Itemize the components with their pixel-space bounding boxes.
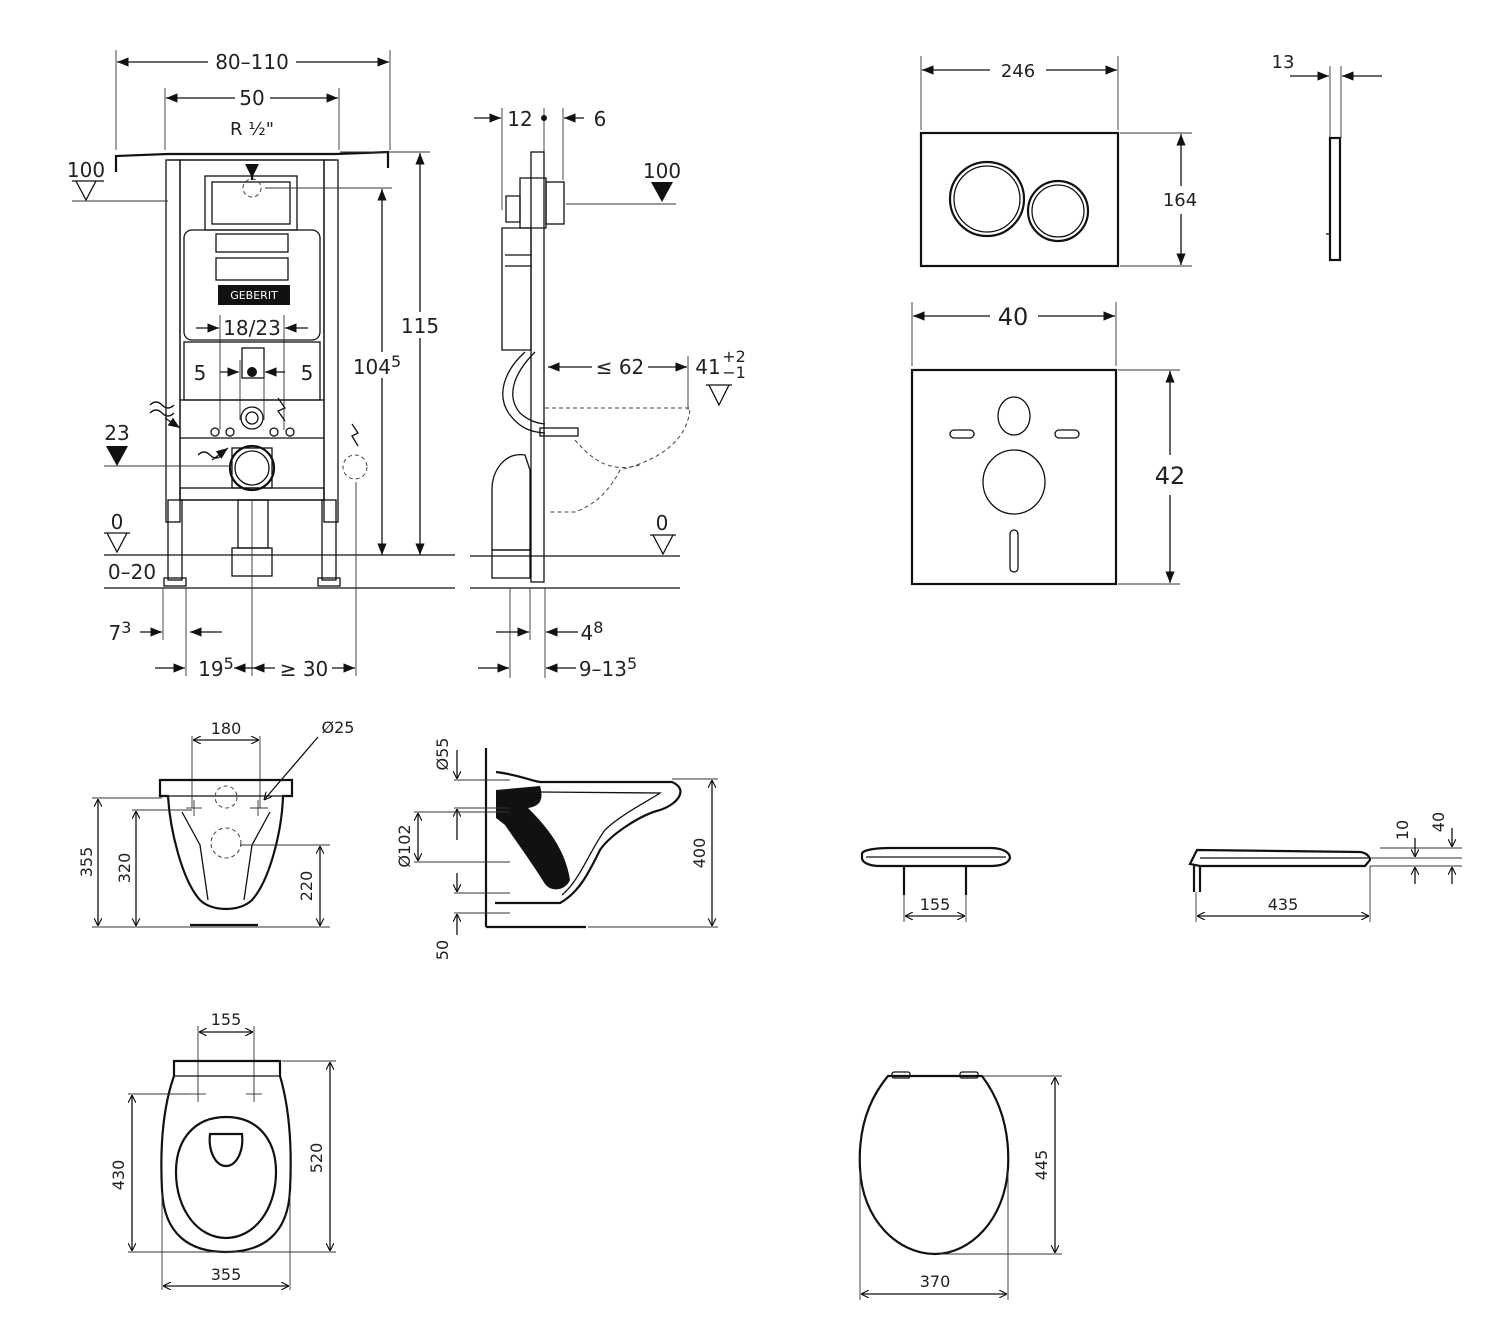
- level-0-side: 0: [656, 511, 669, 535]
- dim-seat-435: 435: [1268, 895, 1299, 914]
- bowl-top-view: 155 430 520 355: [109, 1010, 336, 1290]
- sound-insulation-mat: 40 42: [910, 302, 1186, 586]
- flush-plate-front: 246 164: [919, 56, 1197, 268]
- dim-height-total: 115: [401, 314, 439, 338]
- dim-seat-370: 370: [920, 1272, 951, 1291]
- dim-7-3: 73: [109, 618, 132, 645]
- dim-top-355: 355: [211, 1265, 242, 1284]
- dim-height-inner: 1045: [353, 352, 401, 379]
- dim-220: 220: [297, 871, 316, 902]
- dim-6: 6: [594, 107, 607, 131]
- dim-plate-thickness: 13: [1272, 52, 1295, 73]
- level-100: 100: [67, 158, 105, 182]
- tol-plus: +2: [722, 347, 746, 366]
- dim-50: 50: [433, 940, 452, 960]
- dim-width-total: 80–110: [215, 50, 289, 74]
- seat-side-view: 435 10 40: [1188, 812, 1462, 922]
- dim-seat-155: 155: [920, 895, 951, 914]
- dim-offset-left: 5: [194, 361, 207, 385]
- pipe-label: R ½": [230, 119, 274, 140]
- dim-flush-spacing: 18/23: [223, 316, 281, 340]
- level-0: 0: [111, 510, 124, 534]
- dim-mat-width: 40: [998, 303, 1029, 331]
- tol-minus: −1: [722, 363, 746, 382]
- dim-plate-width: 246: [1001, 61, 1035, 82]
- bowl-rear-view: 180 Ø25 355 320 220: [77, 718, 355, 928]
- dim-320: 320: [115, 853, 134, 884]
- dim-19-5: 195: [198, 654, 234, 681]
- dim-dia-55: Ø55: [433, 738, 452, 771]
- brand-logo: GEBERIT: [230, 289, 278, 302]
- seat-top-view: 445 370: [858, 1071, 1062, 1300]
- frame-side-view: 12 6 100 ≤ 62 41 +2 −1 0: [470, 107, 746, 681]
- dim-seat-445: 445: [1032, 1150, 1051, 1181]
- dim-180: 180: [211, 719, 242, 738]
- bowl-side-view: Ø55 Ø102 50 400: [395, 738, 718, 960]
- dim-plate-height: 164: [1163, 190, 1197, 211]
- dim-width-frame: 50: [239, 86, 264, 110]
- flush-plate-side: 13: [1272, 52, 1382, 262]
- dim-355-height: 355: [77, 847, 96, 878]
- level-41: 41: [695, 355, 720, 379]
- dim-dia-102: Ø102: [395, 824, 414, 867]
- level-23: 23: [104, 421, 129, 445]
- dim-mat-height: 42: [1155, 462, 1186, 490]
- frame-front-view: 80–110 50 R ½" GEBERIT 18/23: [67, 50, 455, 681]
- dim-ge-30: ≥ 30: [280, 657, 329, 681]
- floor-range: 0–20: [108, 560, 156, 584]
- level-100-side: 100: [643, 159, 681, 183]
- dim-top-430: 430: [109, 1160, 128, 1191]
- dim-offset-right: 5: [301, 361, 314, 385]
- dim-dia-25: Ø25: [322, 718, 355, 737]
- dim-le-62: ≤ 62: [596, 355, 645, 379]
- dim-seat-40: 40: [1429, 812, 1448, 832]
- dim-top-155: 155: [211, 1010, 242, 1029]
- dim-4-8: 48: [581, 618, 604, 645]
- dim-seat-10: 10: [1393, 820, 1412, 840]
- dim-top-520: 520: [307, 1143, 326, 1174]
- dim-400: 400: [690, 838, 709, 869]
- dim-12: 12: [507, 107, 532, 131]
- dim-9-13-5: 9–135: [579, 654, 637, 681]
- seat-rear-view: 155: [860, 846, 1012, 922]
